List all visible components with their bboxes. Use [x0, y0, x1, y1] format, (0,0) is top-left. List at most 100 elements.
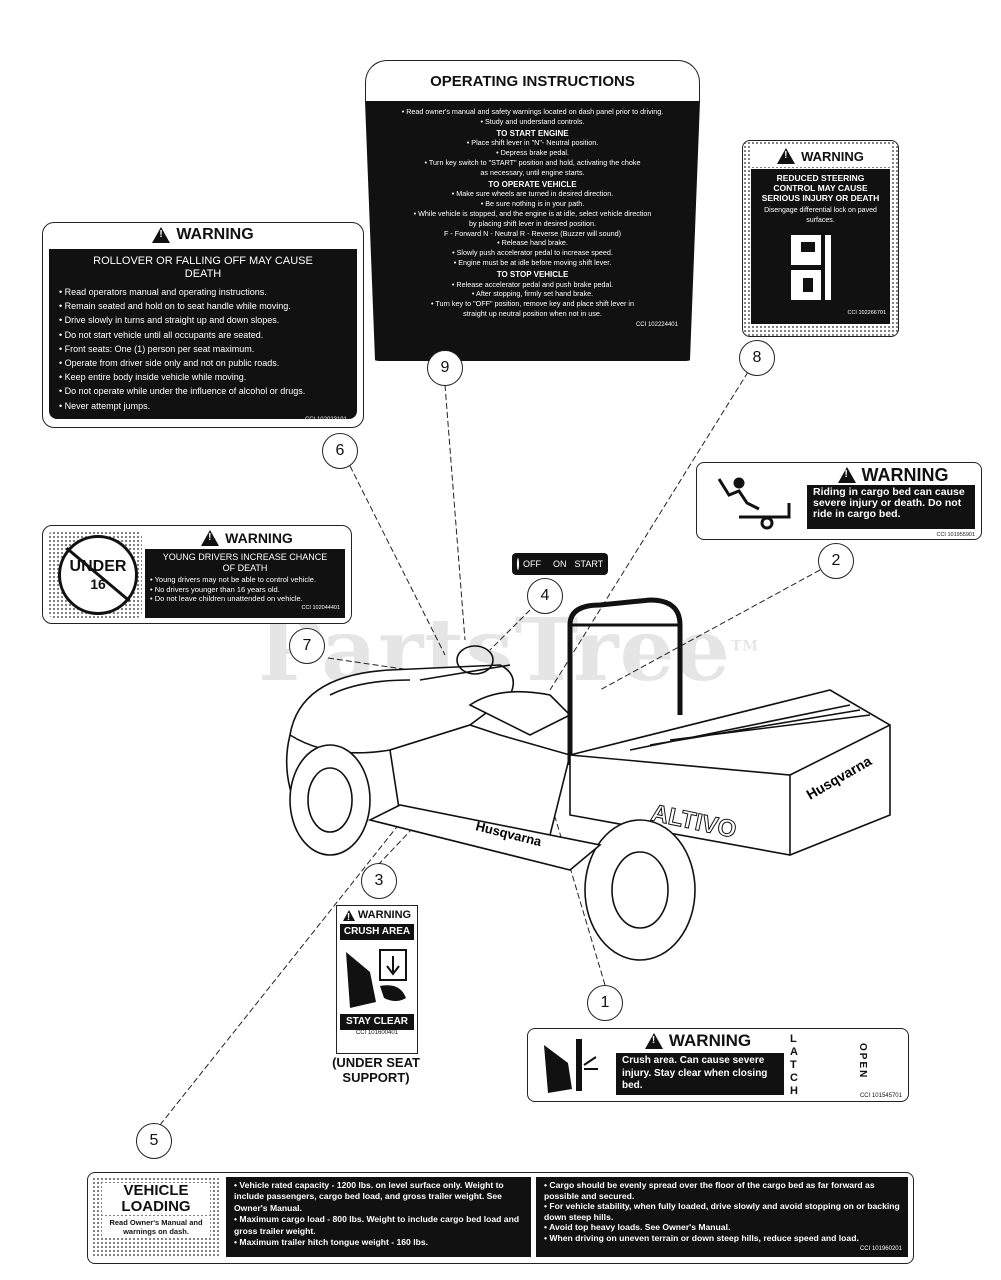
operating-line: • Release accelerator pedal and push bra…	[451, 279, 614, 289]
callout-6: 6	[322, 433, 358, 469]
key-start-label: START	[574, 559, 604, 569]
rollover-item: Do not operate while under the influence…	[59, 384, 347, 398]
stay-clear-text: STAY CLEAR	[340, 1014, 414, 1030]
rollover-item: Operate from driver side only and not on…	[59, 356, 347, 370]
operating-line: TO STOP VEHICLE	[496, 269, 569, 279]
operating-line: • Study and understand controls.	[480, 116, 585, 126]
operating-code: CCI 102224401	[635, 321, 678, 328]
cargo-warning-header: WARNING	[813, 465, 973, 485]
rollover-warning-body: ROLLOVER OR FALLING OFF MAY CAUSE DEATH …	[49, 249, 357, 423]
warning-triangle-icon	[837, 467, 856, 483]
vehicle-loading-sub: Read Owner's Manual and warnings on dash…	[102, 1218, 210, 1236]
vehicle-loading-title: VEHICLE LOADING	[102, 1183, 210, 1215]
young-warning-header: WARNING	[147, 528, 347, 548]
callout-4: 4	[527, 578, 563, 614]
operating-line: TO START ENGINE	[496, 128, 569, 138]
callout-2: 2	[818, 543, 854, 579]
key-on-label: ON	[553, 559, 567, 569]
latch-warning-header: WARNING	[618, 1031, 778, 1051]
young-item: Do not leave children unattended on vehi…	[150, 594, 340, 604]
operating-line: F - Forward N - Neutral R - Reverse (Buz…	[444, 228, 621, 238]
operating-line: • Be sure nothing is in your path.	[480, 199, 585, 209]
loading-item: Vehicle rated capacity - 1200 lbs. on le…	[234, 1180, 523, 1214]
rollover-item: Read operators manual and operating inst…	[59, 285, 347, 299]
vehicle-loading-col1: Vehicle rated capacity - 1200 lbs. on le…	[226, 1177, 531, 1257]
utility-vehicle-drawing: Husqvarna Husqvarna ALTIVO	[285, 597, 891, 961]
rollover-item: Keep entire body inside vehicle while mo…	[59, 370, 347, 384]
loading-item: Cargo should be evenly spread over the f…	[544, 1180, 900, 1201]
cargo-code: CCI 101955901	[936, 532, 975, 538]
off-circle-icon	[517, 558, 519, 570]
operating-line: TO OPERATE VEHICLE	[488, 179, 577, 189]
warning-triangle-icon	[644, 1033, 663, 1049]
leader-9	[444, 384, 466, 641]
operating-line: by placing shift lever in desired positi…	[468, 218, 597, 228]
crush-warning-header: WARNING	[337, 906, 417, 924]
latch-crush-warning-decal: WARNING Crush area. Can cause severe inj…	[527, 1028, 909, 1102]
operating-instructions-lines: • Read owner's manual and safety warning…	[387, 107, 678, 319]
operating-line: • Depress brake pedal.	[496, 148, 569, 158]
crush-code: CCI 101600401	[355, 1030, 399, 1036]
hand-crush-pictogram-icon	[346, 949, 407, 1008]
rollover-header-text: WARNING	[176, 226, 254, 243]
warning-triangle-icon	[152, 227, 171, 243]
operating-line: • While vehicle is stopped, and the engi…	[413, 208, 652, 218]
differential-lock-pictogram-icon	[790, 235, 831, 300]
rollover-warning-decal: WARNING ROLLOVER OR FALLING OFF MAY CAUS…	[42, 222, 364, 428]
loading-item: When driving on uneven terrain or down s…	[544, 1233, 900, 1244]
cargo-warning-body: Riding in cargo bed can cause severe inj…	[807, 485, 975, 529]
young-item: Young drivers may not be able to control…	[150, 575, 340, 585]
steering-body: Disengage differential lock on paved sur…	[764, 207, 877, 224]
operating-line: • Read owner's manual and safety warning…	[401, 107, 664, 116]
young-warning-body: YOUNG DRIVERS INCREASE CHANCE OF DEATH Y…	[145, 549, 345, 618]
operating-line: as necessary, until engine starts.	[480, 167, 585, 177]
leader-7	[327, 657, 411, 671]
vehicle-loading-decal: VEHICLE LOADING Read Owner's Manual and …	[87, 1172, 914, 1264]
open-label: OPEN	[857, 1043, 868, 1080]
prohibition-circle-icon: UNDER 16	[58, 535, 138, 615]
warning-triangle-icon	[777, 148, 796, 164]
callout-5: 5	[136, 1123, 172, 1159]
rollover-item: Front seats: One (1) person per seat max…	[59, 342, 347, 356]
under-16-badge: UNDER 16	[48, 531, 142, 618]
cargo-header-text: WARNING	[861, 464, 949, 485]
young-title: YOUNG DRIVERS INCREASE CHANCE OF DEATH	[162, 552, 328, 573]
steering-warning-decal: WARNING REDUCED STEERING CONTROL MAY CAU…	[742, 140, 899, 337]
loading-col1-items: Vehicle rated capacity - 1200 lbs. on le…	[234, 1180, 523, 1248]
crush-header-text: WARNING	[357, 909, 412, 921]
leader-4	[489, 609, 531, 651]
callout-7: 7	[289, 628, 325, 664]
vehicle-loading-col2: Cargo should be evenly spread over the f…	[536, 1177, 908, 1257]
key-off-label: OFF	[523, 559, 541, 569]
sixteen-text: 16	[90, 576, 106, 592]
hand-latch-pictogram-icon	[544, 1039, 598, 1093]
operating-line: • Turn key switch to "START" position an…	[424, 157, 641, 167]
key-switch-decal: OFF ON START	[512, 553, 608, 575]
operating-line: straight up neutral position when not in…	[463, 308, 602, 318]
vehicle-loading-title-panel: VEHICLE LOADING Read Owner's Manual and …	[92, 1177, 220, 1257]
rollover-item: Never attempt jumps.	[59, 399, 347, 413]
leader-1	[549, 799, 606, 986]
operating-line: • Release hand brake.	[497, 238, 568, 248]
rollover-item: Drive slowly in turns and straight up an…	[59, 313, 347, 327]
loading-code: CCI 101960201	[859, 1246, 902, 1253]
steering-warning-header: WARNING	[751, 145, 890, 167]
callout-8: 8	[739, 340, 775, 376]
crush-area-title: CRUSH AREA	[340, 924, 414, 940]
operating-instructions-title: OPERATING INSTRUCTIONS	[365, 60, 700, 101]
watermark-tm: TM	[731, 638, 759, 655]
young-items: Young drivers may not be able to control…	[150, 575, 340, 604]
callout-9: 9	[427, 350, 463, 386]
operating-line: • Slowly push accelerator pedal to incre…	[452, 248, 613, 258]
rollover-warning-header: WARNING	[43, 223, 363, 247]
loading-item: Maximum cargo load - 800 lbs. Weight to …	[234, 1214, 523, 1237]
loading-col2-items: Cargo should be evenly spread over the f…	[544, 1180, 900, 1244]
leader-2	[599, 569, 821, 691]
steering-code: CCI 102266701	[847, 310, 886, 316]
loading-item: For vehicle stability, when fully loaded…	[544, 1201, 900, 1222]
rollover-code: CCI 102023101	[304, 416, 347, 423]
rider-falling-icon	[717, 477, 791, 530]
under-seat-note: (UNDER SEAT SUPPORT)	[332, 1055, 420, 1085]
steering-warning-body: REDUCED STEERING CONTROL MAY CAUSE SERIO…	[751, 169, 890, 324]
cargo-bed-warning-decal: WARNING Riding in cargo bed can cause se…	[696, 462, 982, 540]
